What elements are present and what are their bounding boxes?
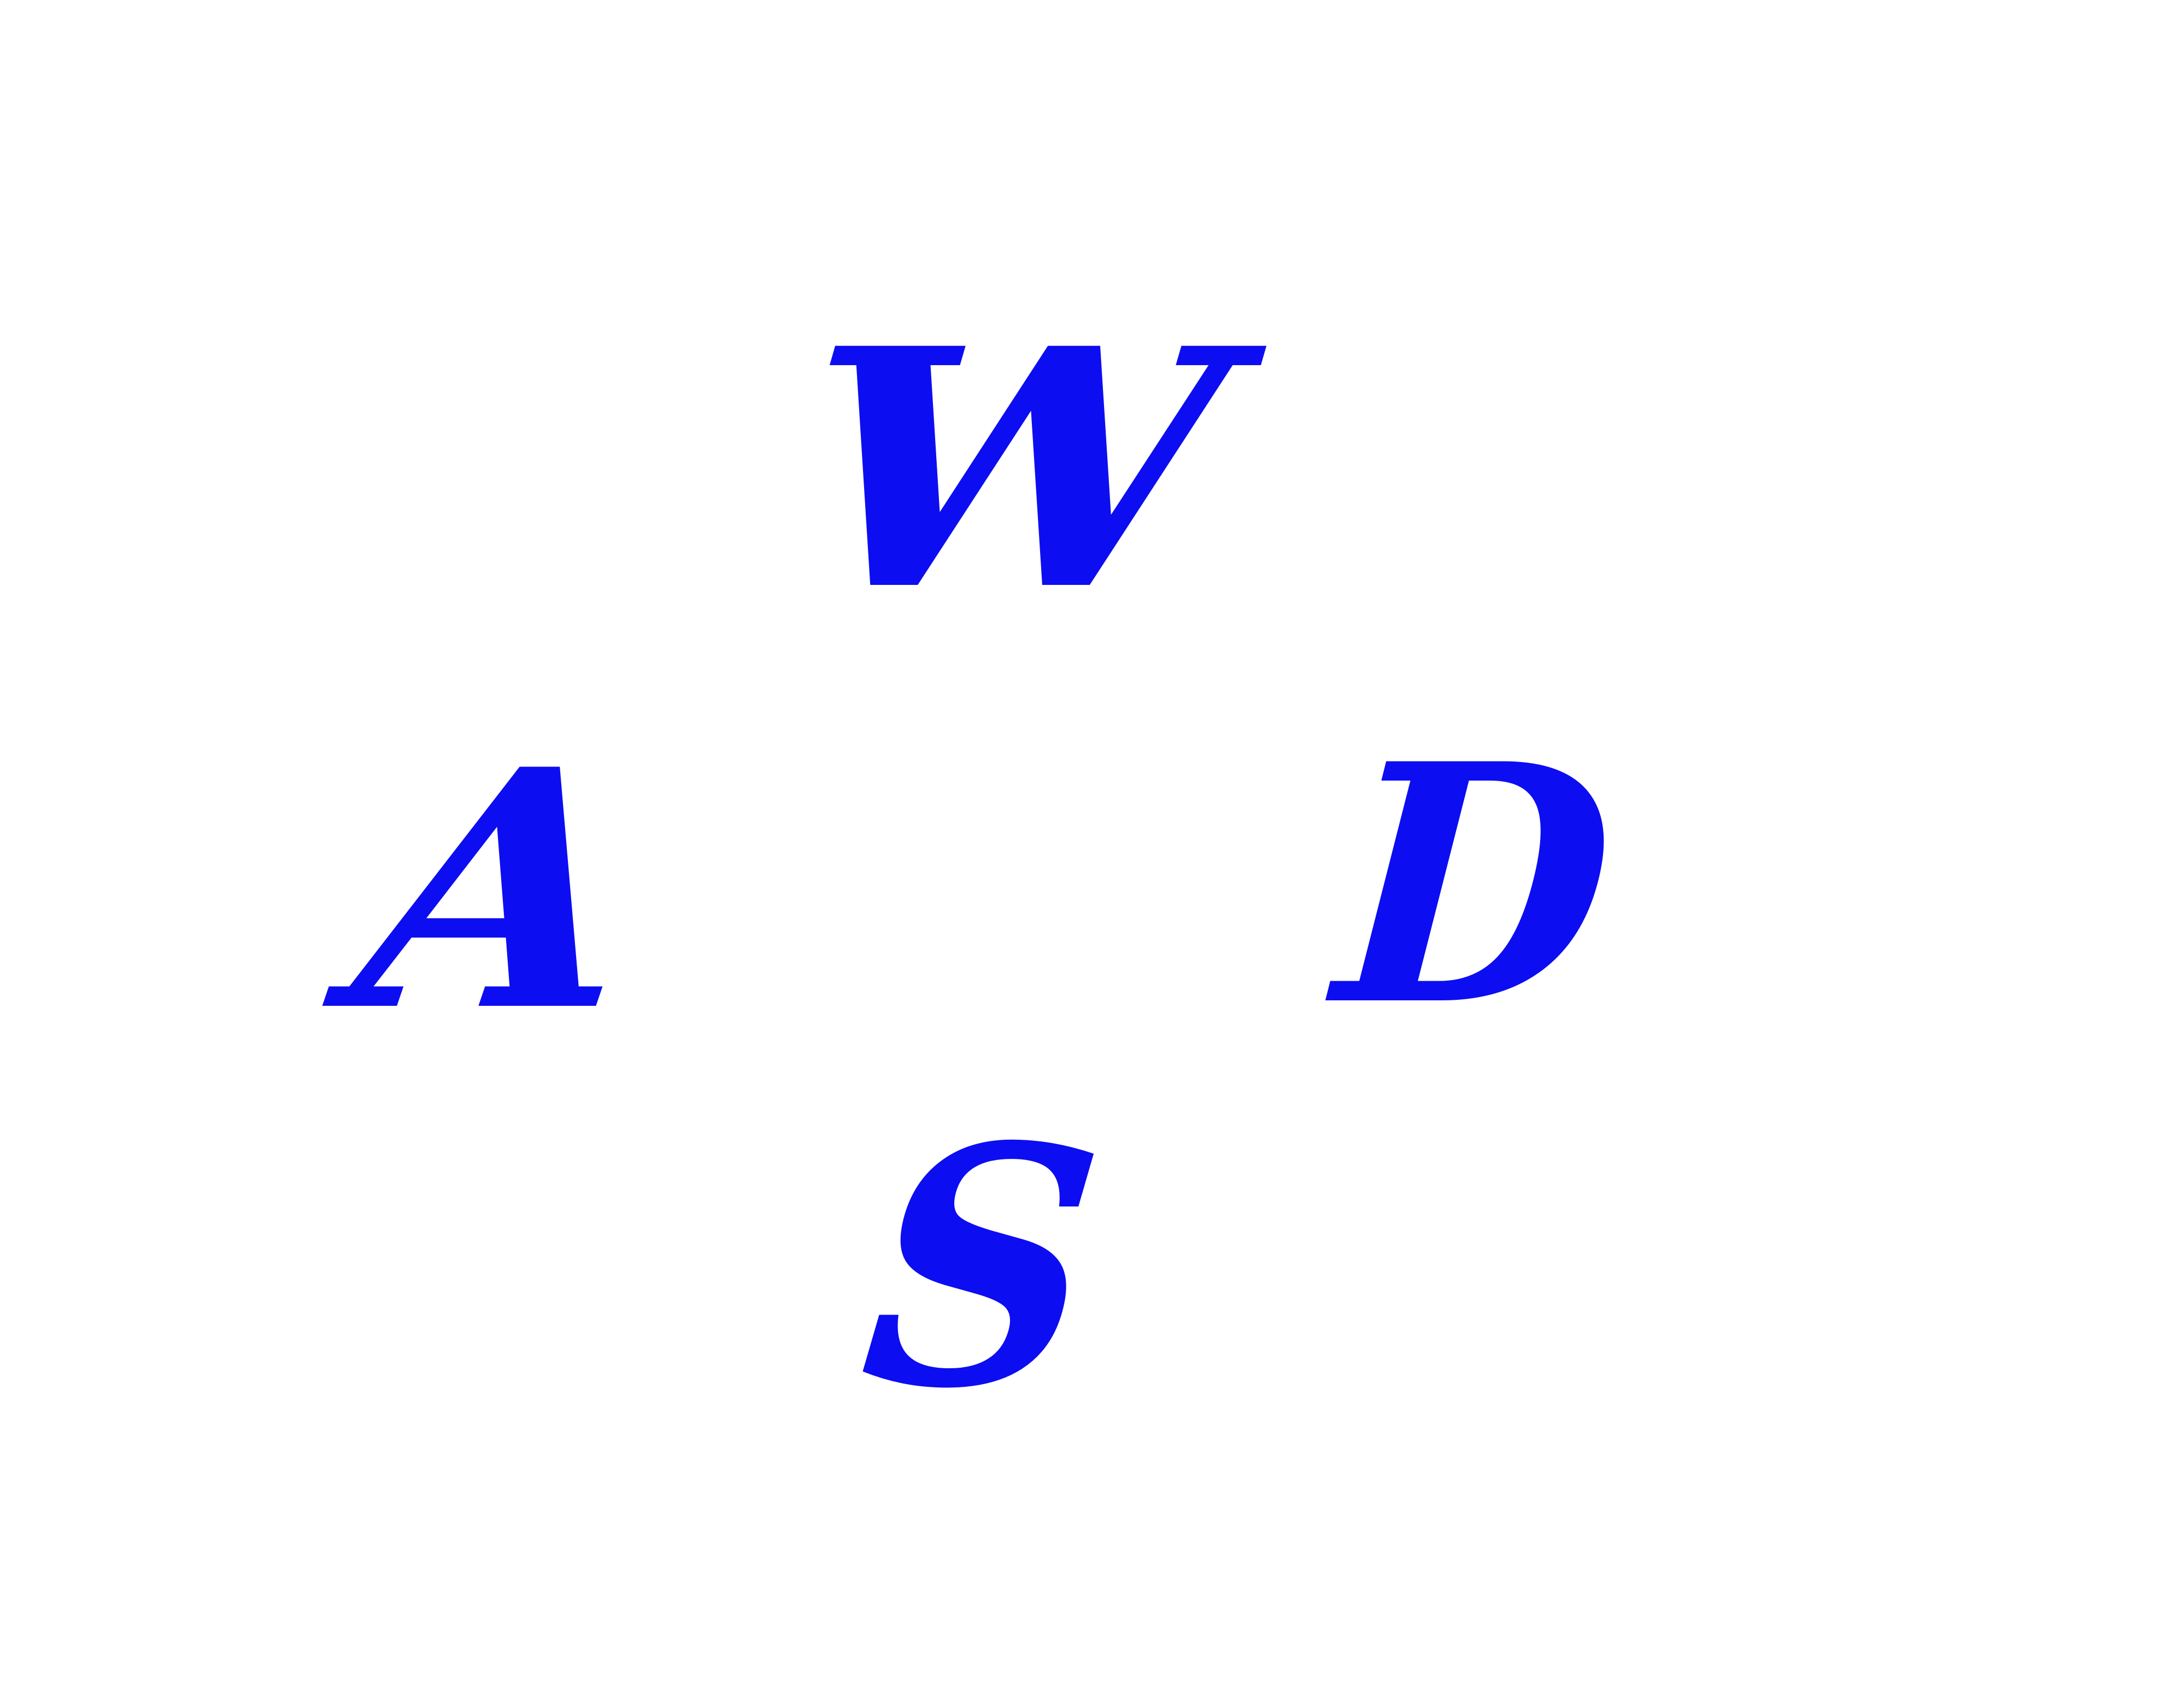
key-s-letter: S <box>849 1075 1115 1461</box>
key-a-letter: A <box>338 698 660 1083</box>
key-d-letter: D <box>1327 693 1624 1078</box>
key-w-letter: W <box>789 277 1241 663</box>
